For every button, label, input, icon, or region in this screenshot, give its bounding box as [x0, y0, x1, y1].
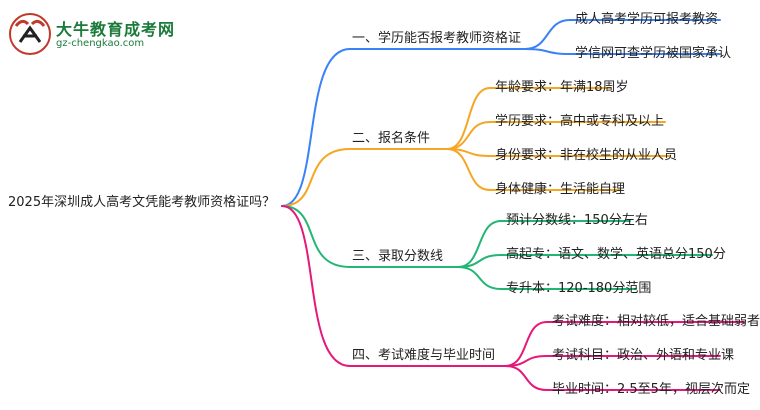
branch-4-item: 毕业时间：2.5至5年，视层次而定 — [552, 382, 750, 397]
branch-4-item: 考试难度：相对较低，适合基础弱者 — [552, 314, 760, 329]
branch-1-item: 成人高考学历可报考教资 — [575, 12, 719, 27]
branch-1-item: 学信网可查学历被国家承认 — [575, 46, 732, 61]
bull-logo-icon — [9, 13, 51, 55]
branch-3-label: 三、录取分数线 — [352, 249, 444, 264]
item-connector — [446, 121, 491, 150]
branch-1-label: 一、学历能否报考教师资格证 — [352, 31, 522, 46]
logo-url: gz-chengkao.com — [56, 38, 145, 49]
item-connector — [504, 365, 548, 391]
item-connector — [446, 87, 491, 150]
branch-2-item: 身份要求：非在校生的从业人员 — [495, 148, 678, 163]
item-connector — [457, 266, 502, 290]
branch-2-item: 学历要求：高中或专科及以上 — [495, 114, 665, 129]
branch-4-item: 考试科目：政治、外语和专业课 — [552, 348, 735, 363]
branch-2-item: 身体健康：生活能自理 — [495, 182, 626, 197]
branch-4-label: 四、考试难度与毕业时间 — [352, 348, 496, 363]
branch-3-item: 预计分数线：150分左右 — [506, 213, 648, 228]
branch-connector — [281, 148, 351, 207]
site-logo: 大牛教育成考网 gz-chengkao.com — [8, 12, 178, 56]
item-connector — [446, 148, 491, 191]
branch-connector — [281, 205, 351, 367]
logo-title: 大牛教育成考网 — [56, 20, 176, 39]
item-connector — [524, 19, 571, 50]
branch-connector — [281, 48, 351, 207]
branch-3-item: 专升本：120-180分范围 — [506, 281, 652, 296]
branch-connector — [281, 205, 351, 268]
item-connector — [504, 321, 548, 367]
item-connector — [524, 48, 571, 55]
branch-3-item: 高起专：语文、数学、英语总分150分 — [506, 247, 726, 262]
branch-2-label: 二、报名条件 — [352, 131, 431, 146]
branch-2-item: 年龄要求：年满18周岁 — [495, 80, 629, 95]
mindmap-root: 2025年深圳成人高考文凭能考教师资格证吗？ — [8, 195, 276, 210]
